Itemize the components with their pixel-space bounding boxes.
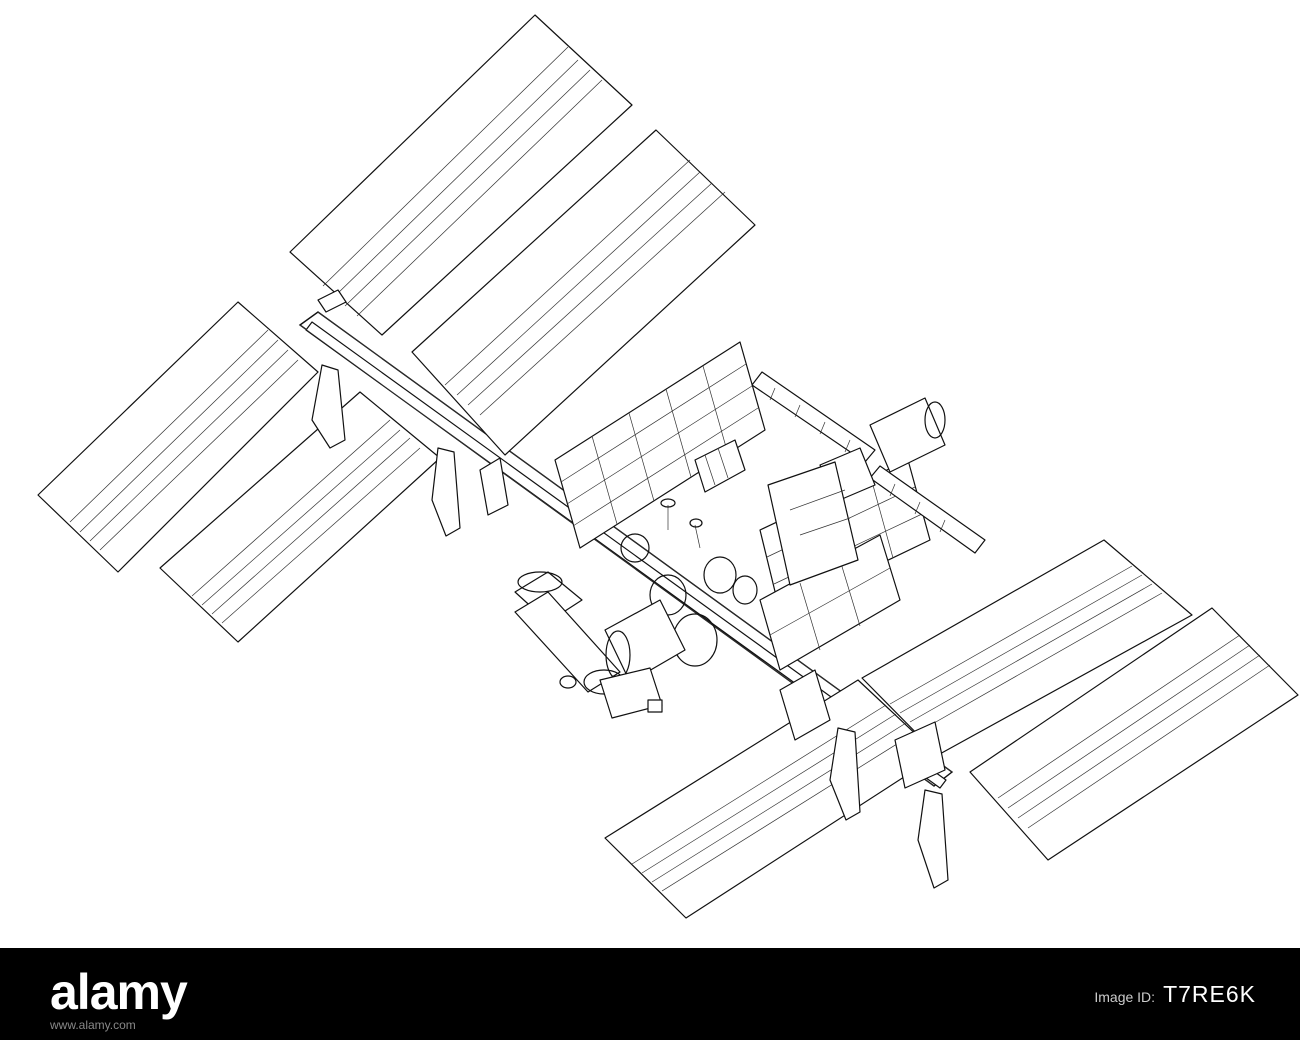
solar-array-lower-left: [37, 301, 441, 643]
right-modules: [767, 397, 946, 586]
site-url: www.alamy.com: [50, 1018, 136, 1032]
image-id: Image ID: T7RE6K: [1094, 974, 1256, 1017]
image-id-label: Image ID:: [1094, 989, 1156, 1005]
radiator-right: [829, 727, 949, 889]
left-modules: [514, 571, 686, 719]
main-truss: [298, 311, 954, 789]
truss-details: [317, 289, 946, 789]
radiator-left: [311, 364, 461, 537]
right-solar-wings: [751, 371, 986, 554]
watermark-banner: alamy Image ID: T7RE6K www.alamy.com: [0, 948, 1300, 1040]
alamy-logo: alamy: [50, 964, 188, 1020]
image-id-value: T7RE6K: [1163, 981, 1256, 1007]
space-station-drawing: [37, 14, 1299, 919]
solar-array-upper-left: [289, 14, 756, 456]
central-modules: [620, 439, 758, 667]
